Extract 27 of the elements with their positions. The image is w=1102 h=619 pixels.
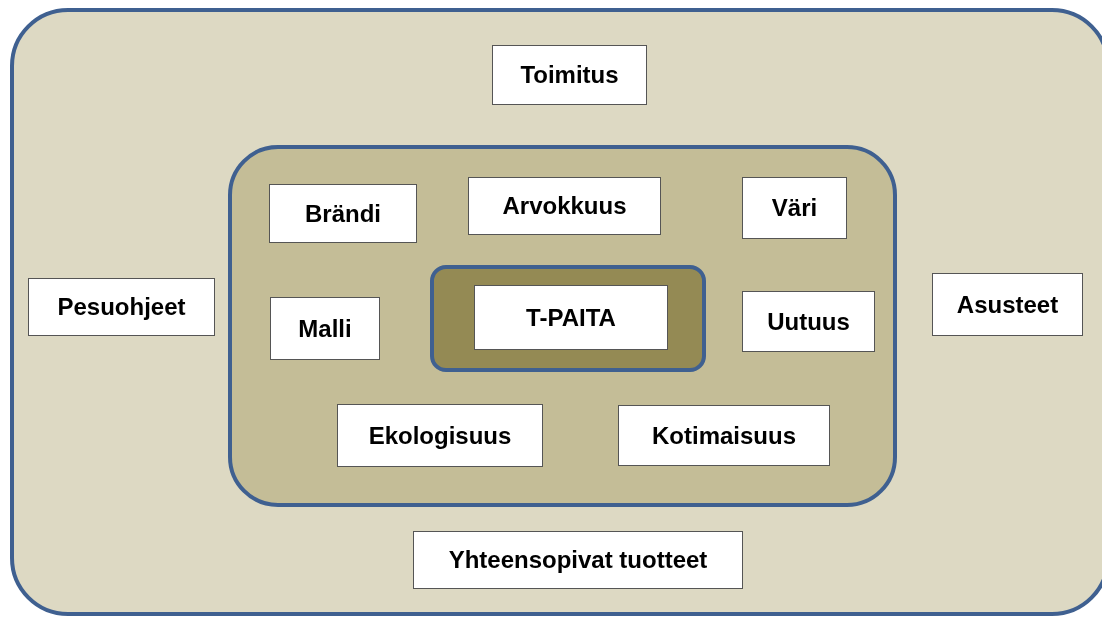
box-label: Arvokkuus: [502, 192, 627, 220]
rounded-panel: [430, 265, 706, 372]
label-box: [337, 404, 543, 467]
label-box: [618, 405, 830, 466]
box-label: Toimitus: [520, 61, 619, 89]
label-box: [413, 531, 743, 589]
box-label: Uutuus: [767, 307, 850, 336]
label-box: [492, 45, 647, 105]
box-label: Kotimaisuus: [652, 421, 796, 450]
box-label: Asusteet: [956, 290, 1059, 319]
label-box: [28, 278, 215, 336]
label-box: [474, 285, 668, 350]
box-label: Väri: [771, 194, 818, 222]
label-box: [468, 177, 661, 235]
box-label: Yhteensopivat tuotteet: [448, 546, 708, 574]
box-label: Pesuohjeet: [57, 293, 186, 321]
box-label: T-PAITA: [526, 303, 616, 332]
label-box: [742, 177, 847, 239]
label-box: [742, 291, 875, 352]
box-label: Ekologisuus: [368, 421, 512, 450]
box-label: Brändi: [305, 199, 381, 228]
label-box: [932, 273, 1083, 336]
rounded-panel: [228, 145, 897, 507]
label-box: [270, 297, 380, 360]
rounded-panel: [10, 8, 1102, 616]
label-box: [269, 184, 417, 243]
box-label: Malli: [298, 314, 352, 343]
